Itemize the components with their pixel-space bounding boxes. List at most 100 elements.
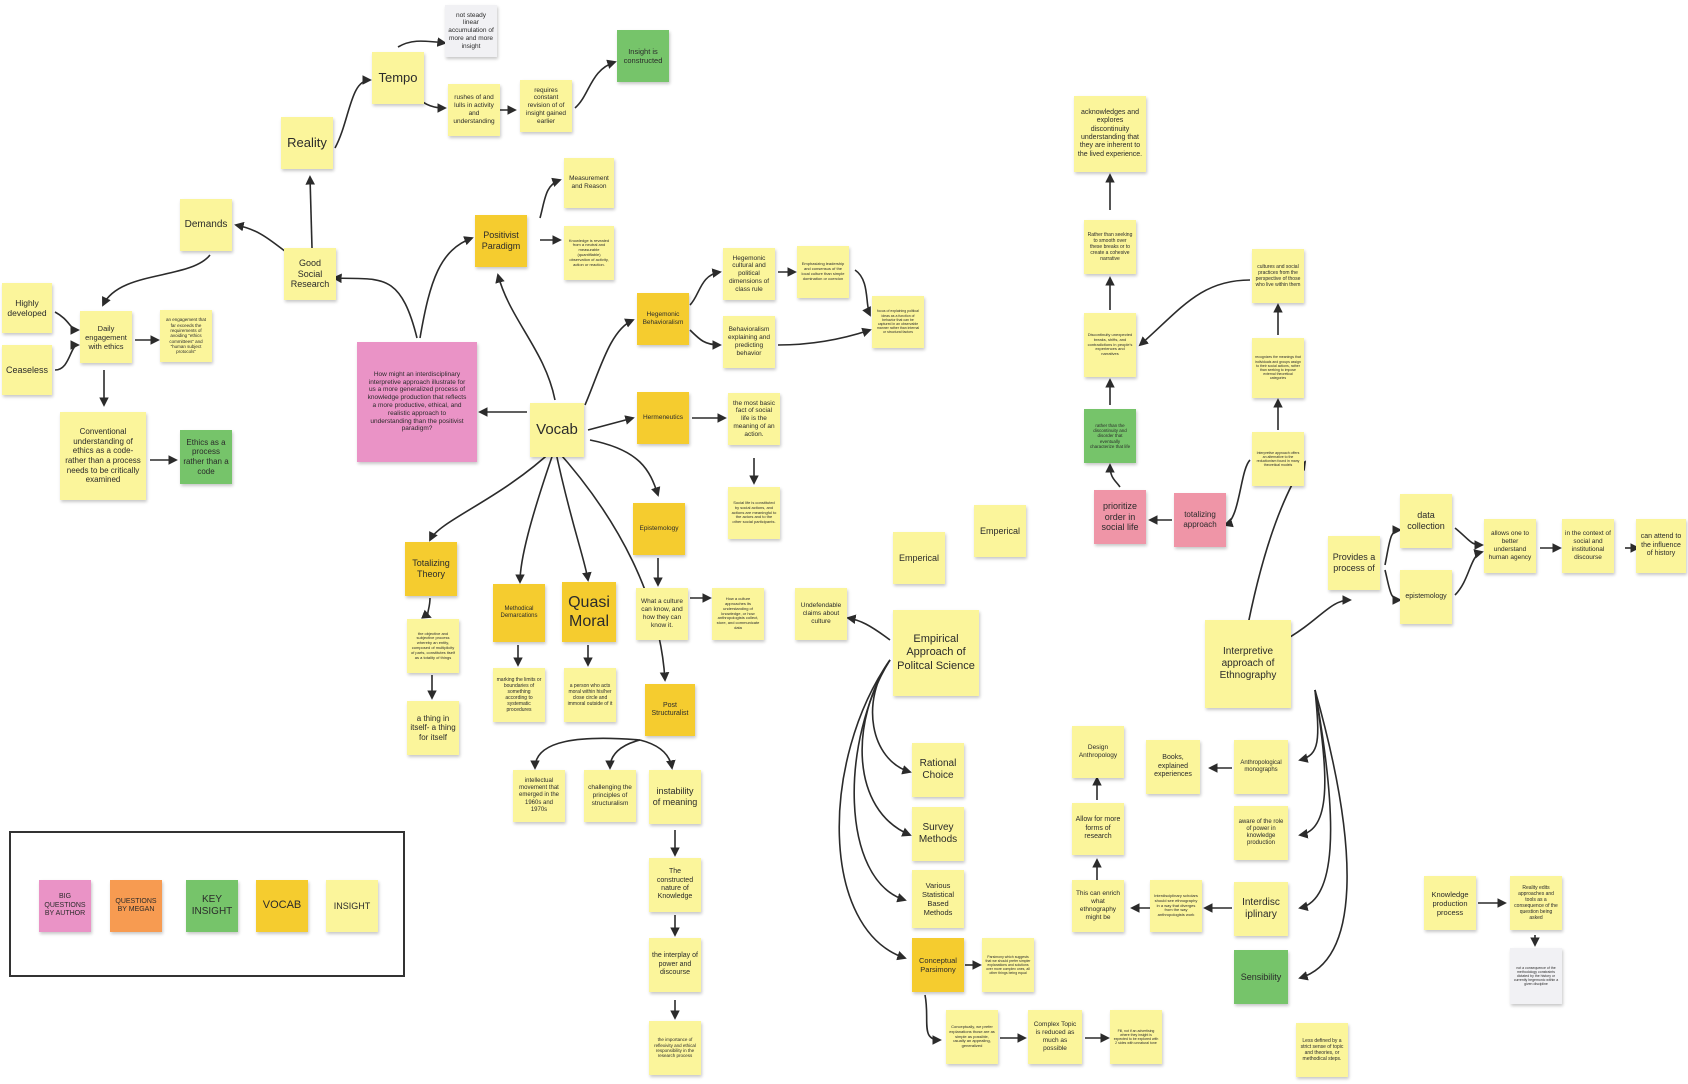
note-instability-meaning[interactable]: instability of meaning — [649, 770, 701, 824]
note-rational-choice[interactable]: Rational Choice — [912, 743, 964, 797]
edge-emp-parsimony — [838, 659, 907, 961]
note-acknowledges-discontinuity[interactable]: acknowledges and explores discontinuity … — [1074, 96, 1146, 172]
note-allows-agency[interactable]: allows one to better understand human ag… — [1484, 519, 1536, 573]
note-emperical-1[interactable]: Emperical — [893, 532, 945, 584]
note-constructed-knowledge[interactable]: The constructed nature of Knowledge — [649, 858, 701, 912]
note-tempo[interactable]: Tempo — [372, 52, 424, 104]
note-person-acts-moral[interactable]: a person who acts moral within his/her c… — [564, 668, 616, 722]
note-in-context[interactable]: in the context of social and institution… — [1562, 519, 1614, 573]
note-interpretive-ethnography[interactable]: Interpretive approach of Ethnography — [1205, 620, 1291, 708]
note-what-culture-knows[interactable]: What a culture can know, and how they ca… — [636, 588, 688, 640]
note-hegemonic-cultural[interactable]: Hegemonic cultural and political dimensi… — [723, 248, 775, 300]
note-focus-explaining[interactable]: focus of explaining political ideas as a… — [872, 296, 924, 348]
legend-key-insight: KEY INSIGHT — [186, 880, 238, 932]
note-empirical-approach[interactable]: Empirical Approach of Politcal Science — [893, 610, 979, 696]
note-interdisciplinary-scholars[interactable]: Interdisciplinary scholars should see et… — [1150, 880, 1202, 932]
note-anthropological-monographs[interactable]: Anthropological monographs — [1234, 740, 1288, 794]
note-most-basic-fact[interactable]: the most basic fact of social life is th… — [728, 393, 780, 445]
note-intellectual-movement[interactable]: intellectual movement that emerged in th… — [513, 770, 565, 822]
note-rather-than-seeking[interactable]: Rather than seeking to smooth over these… — [1084, 220, 1136, 274]
note-fill-not[interactable]: Fill, not if an advertising where they i… — [1110, 1010, 1162, 1064]
note-interplay-power[interactable]: the interplay of power and discourse — [649, 938, 701, 992]
note-good-social-research[interactable]: Good Social Research — [284, 248, 336, 300]
note-allow-more-forms[interactable]: Allow for more forms of research — [1072, 803, 1124, 855]
note-aware-of-power[interactable]: aware of the role of power in knowledge … — [1234, 806, 1288, 860]
note-text: Conceptual Parsimony — [919, 956, 957, 974]
note-daily-engagement[interactable]: Daily engagement with ethics — [80, 311, 132, 363]
note-provides-process[interactable]: Provides a process of — [1328, 536, 1380, 590]
note-rushes[interactable]: rushes of and lulls in activity and unde… — [448, 84, 500, 136]
note-totalizing-approach[interactable]: totalizing approach — [1174, 493, 1226, 547]
note-reality[interactable]: Reality — [281, 117, 333, 169]
key-rather-than-discontinuity[interactable]: rather than the discontinuity and disord… — [1084, 409, 1136, 463]
note-challenging-structuralism[interactable]: challenging the principles of structural… — [584, 770, 636, 822]
note-conventional-ethics[interactable]: Conventional understanding of ethics as … — [60, 412, 146, 500]
note-text: How might an interdisciplinary interpret… — [367, 370, 467, 433]
note-marking-limits[interactable]: marking the limits or boundaries of some… — [493, 668, 545, 722]
vocab-hermeneutics[interactable]: Hermeneutics — [637, 392, 689, 444]
note-text: Empirical Approach of Politcal Science — [897, 633, 975, 672]
big-question-author[interactable]: How might an interdisciplinary interpret… — [357, 342, 477, 462]
vocab-post-structuralist[interactable]: Post Structuralist — [645, 684, 695, 736]
note-text: Hegemonic Behavioralism — [642, 311, 684, 326]
note-vocab[interactable]: Vocab — [530, 403, 584, 457]
note-interpretive-offers[interactable]: Interpretive approach offers an alternat… — [1252, 432, 1304, 486]
edge-eth-sensibility — [1298, 689, 1348, 981]
note-epistemology-2[interactable]: epistemology — [1400, 570, 1452, 624]
note-conceptually-prefer[interactable]: Conceptually, we prefer explanations tho… — [946, 1010, 998, 1064]
note-undefendable-claims[interactable]: Undefendable claims about culture — [795, 588, 847, 640]
note-text: Anthropological monographs — [1240, 759, 1282, 773]
edge-vocab-methodical — [515, 447, 556, 584]
key-ethics-process[interactable]: Ethics as a process rather than a code — [180, 430, 232, 484]
note-behavioralism[interactable]: Behavioralism explaining and predicting … — [723, 316, 775, 368]
note-measurement-reason[interactable]: Measurement and Reason — [564, 158, 614, 208]
note-knowledge-revealed[interactable]: Knowledge is revealed from a neutral and… — [564, 226, 614, 280]
note-knowledge-production[interactable]: Knowledge production process — [1424, 876, 1476, 930]
vocab-epistemology[interactable]: Epistemology — [633, 503, 685, 555]
note-discontinuity[interactable]: Discontinuity unexpected breaks, shifts,… — [1084, 313, 1136, 377]
note-reality-edits[interactable]: Reality edits approaches and tools as a … — [1510, 876, 1562, 930]
note-text: Interpretive approach offers an alternat… — [1256, 450, 1300, 468]
note-not-steady[interactable]: not steady linear accumulation of more a… — [445, 5, 497, 57]
legend-vocab: VOCAB — [256, 880, 308, 932]
note-cultures-practices[interactable]: cultures and social practices from the p… — [1252, 249, 1304, 303]
note-less-defined[interactable]: Less defined by a strict sense of topic … — [1296, 1023, 1348, 1077]
note-data-collection[interactable]: data collection — [1400, 494, 1452, 548]
note-statistical-methods[interactable]: Various Statistical Based Methods — [912, 870, 964, 928]
note-can-enrich[interactable]: This can enrich what ethnography might b… — [1072, 880, 1124, 932]
vocab-positivist-paradigm[interactable]: Positivist Paradigm — [475, 215, 527, 267]
note-text: acknowledges and explores discontinuity … — [1077, 108, 1143, 158]
note-can-attend-history[interactable]: can attend to the influence of history — [1636, 519, 1686, 573]
note-not-consequence[interactable]: not a consequence of the methodology con… — [1510, 948, 1562, 1004]
key-insight-constructed[interactable]: Insight is constructed — [617, 30, 669, 82]
note-design-anthropology[interactable]: Design Anthropology — [1072, 726, 1124, 778]
note-thing-in-itself[interactable]: a thing in itself- a thing for itself — [407, 701, 459, 755]
vocab-methodical-demarcations[interactable]: Methodical Demarcations — [493, 584, 545, 642]
note-ceaseless[interactable]: Ceaseless — [2, 345, 52, 395]
vocab-hegemonic-behavioralism[interactable]: Hegemonic Behavioralism — [637, 293, 689, 345]
edge-demands-daily — [102, 254, 211, 307]
note-engagement-exceeds[interactable]: an engagement that far exceeds the requi… — [160, 310, 212, 362]
note-objective-subjective[interactable]: the objective and subjective process whe… — [407, 619, 459, 673]
key-sensibility[interactable]: Sensibility — [1234, 950, 1288, 1004]
note-recognizes-meanings[interactable]: recognizes the meanings that individuals… — [1252, 338, 1304, 398]
note-demands[interactable]: Demands — [180, 199, 232, 251]
edge-post-instability — [639, 739, 676, 770]
note-text: Daily engagement with ethics — [85, 323, 127, 351]
note-how-culture-approaches[interactable]: How a culture approaches its understandi… — [712, 588, 764, 640]
note-emperical-2[interactable]: Emperical — [974, 505, 1026, 557]
note-interdisciplinary[interactable]: Interdisc iplinary — [1234, 882, 1288, 936]
vocab-quasi-moral[interactable]: Quasi Moral — [562, 582, 616, 642]
note-highly-developed[interactable]: Highly developed — [2, 283, 52, 333]
note-emphasizing[interactable]: Emphasizing leadership and consensus of … — [797, 246, 849, 298]
note-books-experiences[interactable]: Books, explained experiences — [1146, 740, 1200, 794]
note-prioritize-order[interactable]: prioritize order in social life — [1094, 490, 1146, 544]
note-parsimony-definition[interactable]: Parsimony which suggests that we should … — [982, 938, 1034, 992]
vocab-conceptual-parsimony[interactable]: Conceptual Parsimony — [912, 938, 964, 992]
note-complex-topic[interactable]: Complex Topic is reduced as much as poss… — [1028, 1010, 1082, 1064]
note-social-life[interactable]: Social life is constituted by social act… — [728, 487, 780, 539]
vocab-totalizing-theory[interactable]: Totalizing Theory — [405, 542, 457, 596]
note-requires-revision[interactable]: requires constant revision of of insight… — [520, 80, 572, 132]
note-survey-methods[interactable]: Survey Methods — [912, 807, 964, 861]
note-importance-reflexivity[interactable]: the importance of reflexivity and ethica… — [649, 1021, 701, 1075]
